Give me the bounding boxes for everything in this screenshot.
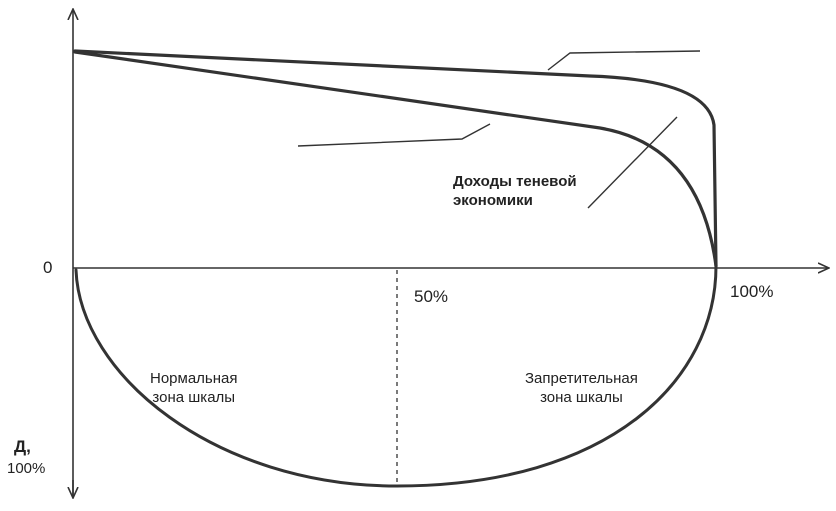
shadow-income-line-2: экономики xyxy=(453,192,533,209)
fifty-percent-label: 50% xyxy=(414,287,449,306)
shadow-income-leader-line xyxy=(587,116,678,209)
lower-curve xyxy=(74,264,718,488)
prohibitive-zone-label: Запретительная зона шкалы xyxy=(525,369,638,407)
middle-curve-leader-line xyxy=(297,123,491,147)
middle-curve xyxy=(73,50,718,268)
y-axis-label: Д, xyxy=(14,437,31,456)
prohibitive-zone-line-2: зона шкалы xyxy=(540,389,623,406)
upper-curve xyxy=(73,49,718,268)
origin-label: 0 xyxy=(43,258,53,277)
upper-curve-leader-line xyxy=(547,50,701,71)
hundred-percent-label: 100% xyxy=(730,282,774,301)
shadow-income-line-1: Доходы теневой xyxy=(453,173,577,190)
normal-zone-line-1: Нормальная xyxy=(150,370,238,387)
normal-zone-line-2: зона шкалы xyxy=(152,389,236,406)
prohibitive-zone-line-1: Запретительная xyxy=(525,370,638,387)
normal-zone-label: Нормальная зона шкалы xyxy=(150,369,238,407)
shadow-income-label: Доходы теневой экономики xyxy=(453,172,577,210)
y-axis-percent-label: 100% xyxy=(7,460,46,477)
